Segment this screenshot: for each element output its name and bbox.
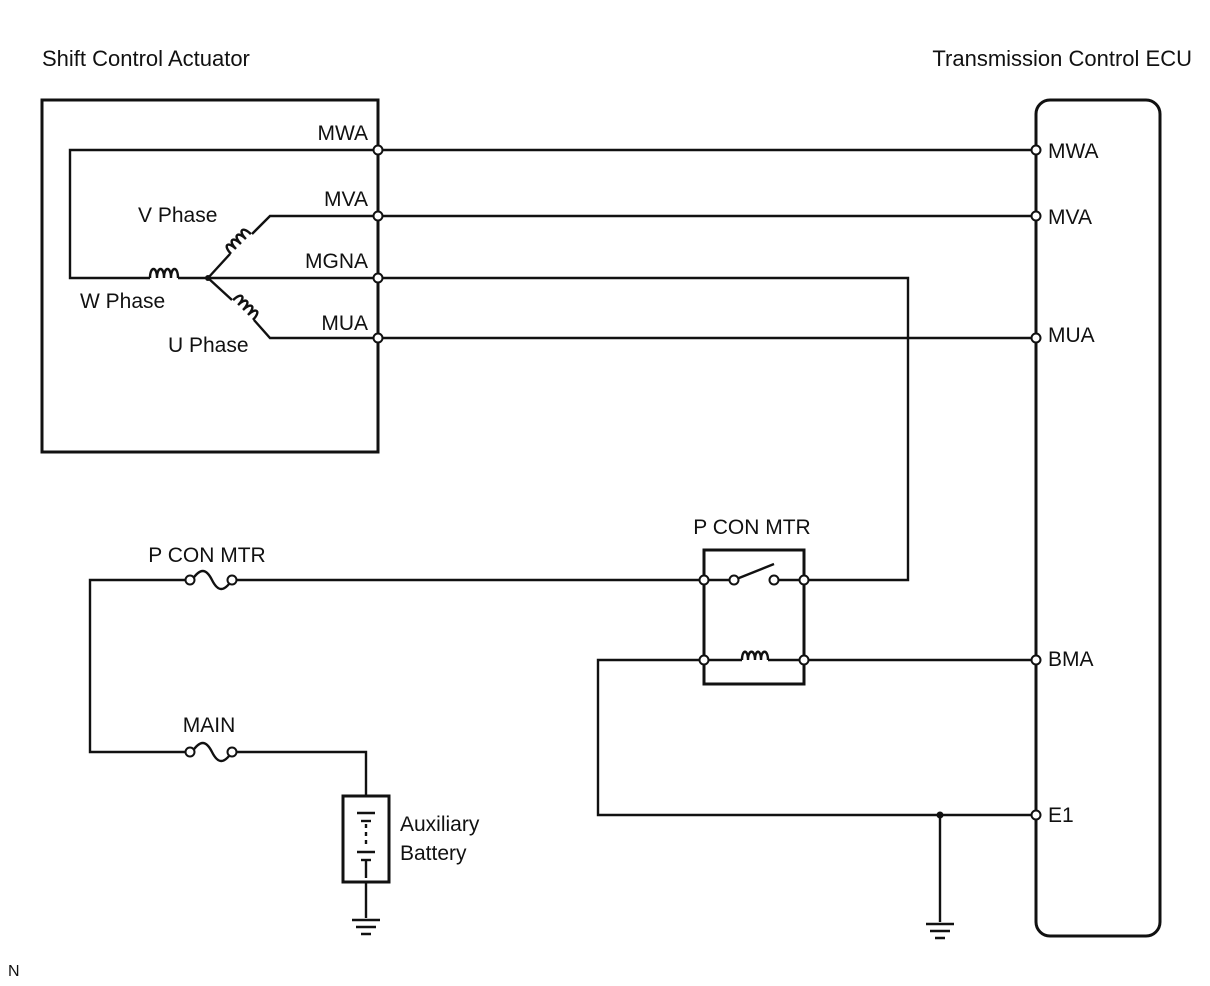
e1-junction <box>936 811 944 819</box>
fuse-main-label: MAIN <box>183 714 236 737</box>
relay-label: P CON MTR <box>693 516 810 539</box>
ecu-pin-mva: MVA <box>1048 206 1092 229</box>
ecu-pin-mua: MUA <box>1048 324 1095 347</box>
battery-label-line2: Battery <box>400 842 467 865</box>
u-phase-coil-icon <box>232 294 259 321</box>
wire-e1-loop <box>596 658 1036 817</box>
wire-v-phase <box>207 214 378 279</box>
w-phase-label: W Phase <box>80 290 165 313</box>
footnote: N <box>8 963 20 980</box>
wire-main-to-battery <box>232 750 368 796</box>
relay-coil-icon <box>740 650 770 661</box>
ecu-pin-e1: E1 <box>1048 804 1074 827</box>
fuse-pcon-mtr-icon <box>184 569 238 591</box>
actuator-pin-mva: MVA <box>324 188 368 211</box>
ecu-ground-icon <box>926 922 954 940</box>
relay-switch-icon <box>733 562 775 582</box>
actuator-pin-mgna: MGNA <box>305 250 368 273</box>
wire-w-phase-loop <box>68 148 378 280</box>
u-phase-label: U Phase <box>168 334 249 357</box>
terminals <box>372 144 1042 821</box>
v-phase-label: V Phase <box>138 204 217 227</box>
battery-label-line1: Auxiliary <box>400 813 480 836</box>
relay-box <box>702 548 806 686</box>
v-phase-coil-icon <box>225 228 252 255</box>
ecu-pin-mwa: MWA <box>1048 140 1099 163</box>
wire-fuses-left <box>88 578 188 754</box>
star-point-junction <box>205 275 211 281</box>
actuator-pin-mua: MUA <box>321 312 368 335</box>
fuse-main-icon <box>184 741 238 763</box>
fuse-pcon-mtr-label: P CON MTR <box>148 544 265 567</box>
actuator-title: Shift Control Actuator <box>42 46 250 71</box>
wire-mgna-to-relay <box>378 276 910 582</box>
battery-icon <box>357 811 375 878</box>
wire-u-phase <box>207 277 378 340</box>
w-phase-coil-icon <box>148 267 180 279</box>
ecu-title: Transmission Control ECU <box>932 46 1192 71</box>
ecu-pin-bma: BMA <box>1048 648 1094 671</box>
battery-ground-icon <box>352 918 380 936</box>
actuator-pin-mwa: MWA <box>317 122 368 145</box>
ecu-box <box>1034 98 1162 938</box>
